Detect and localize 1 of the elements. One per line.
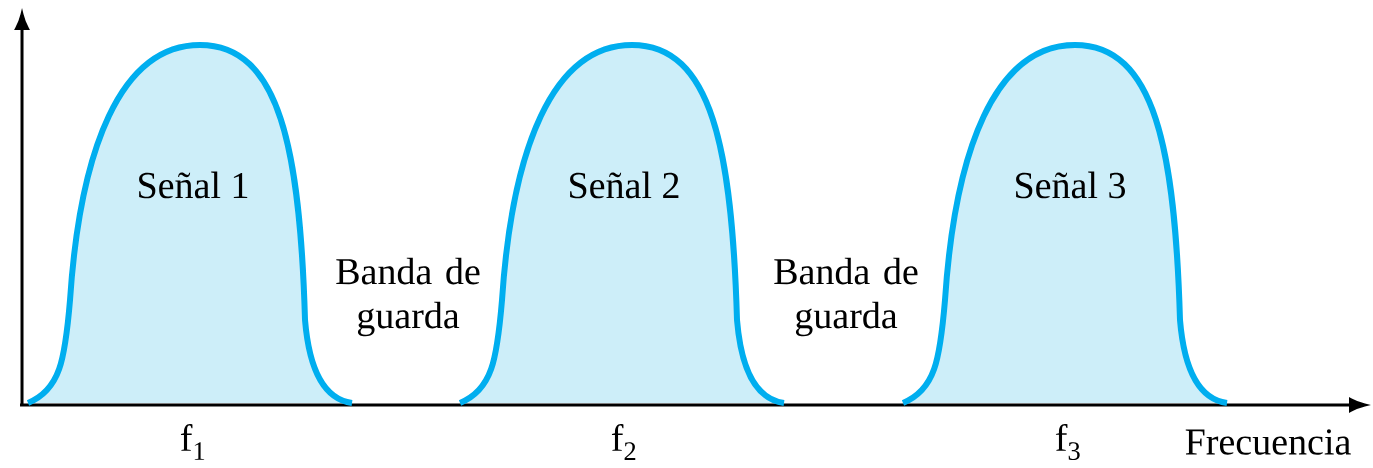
axis-label: Frecuencia <box>1185 429 1351 455</box>
